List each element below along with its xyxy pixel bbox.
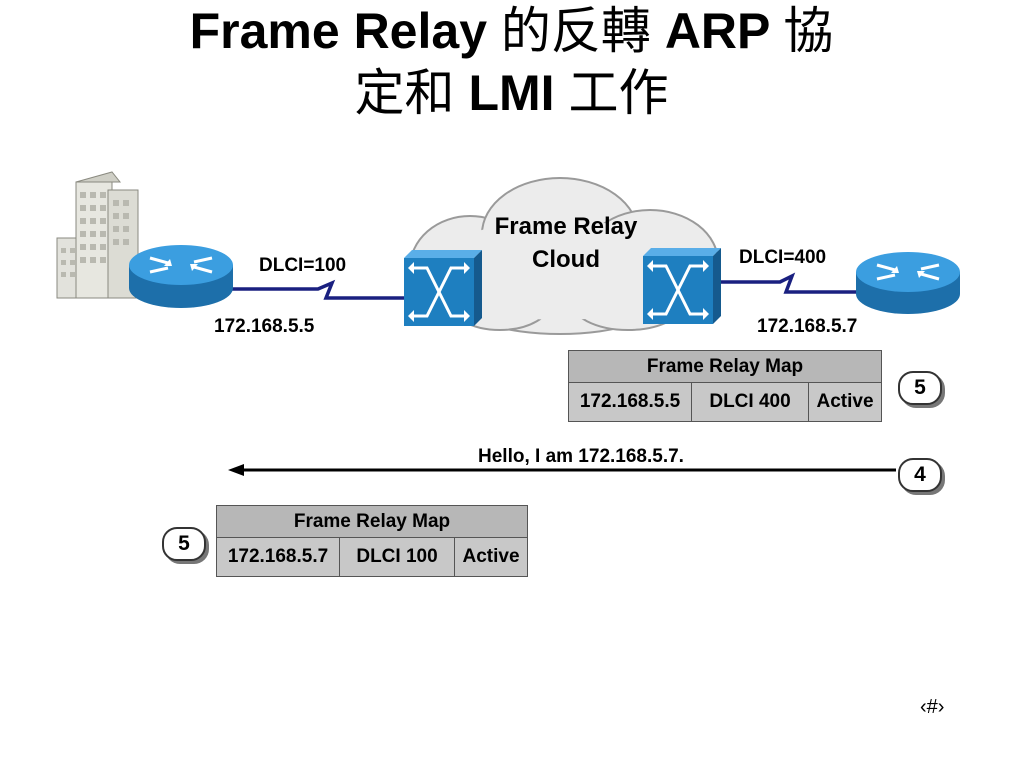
- router-icon: [129, 245, 233, 308]
- step-badge: 4: [898, 458, 942, 492]
- title-line-1: Frame Relay 的反轉 ARP 協: [189, 2, 834, 60]
- cloud-label-line-2: Cloud: [532, 246, 600, 273]
- right-ip-label: 172.168.5.7: [757, 316, 858, 337]
- right-dlci-label: DLCI=400: [739, 247, 827, 268]
- step-badge: 5: [162, 527, 206, 561]
- cloud-fill: [430, 220, 690, 320]
- hello-message: Hello, I am 172.168.5.7.: [478, 446, 684, 467]
- frame-relay-switch-icon: [404, 250, 482, 326]
- step-badge: 5: [898, 371, 942, 405]
- cloud-label: Frame Relay Cloud: [466, 210, 666, 276]
- message-arrow: [228, 464, 896, 476]
- left-dlci-label: DLCI=100: [259, 255, 347, 276]
- map-header: Frame Relay Map: [568, 350, 882, 383]
- building-icon: [56, 171, 139, 299]
- map-dlci: DLCI 400: [691, 382, 809, 422]
- map-ip: 172.168.5.7: [216, 537, 340, 577]
- map-ip: 172.168.5.5: [568, 382, 692, 422]
- frame-relay-switch-icon: [643, 248, 721, 324]
- router-icon: [856, 252, 960, 314]
- right-link: [718, 272, 862, 294]
- map-status: Active: [808, 382, 882, 422]
- frame-relay-map-left: Frame Relay Map 172.168.5.7 DLCI 100 Act…: [216, 505, 528, 577]
- slide-title: Frame Relay 的反轉 ARP 協 定和 LMI 工作: [0, 0, 1023, 124]
- title-line-2: 定和 LMI 工作: [354, 64, 669, 122]
- map-status: Active: [454, 537, 528, 577]
- map-dlci: DLCI 100: [339, 537, 455, 577]
- left-link: [232, 279, 404, 300]
- page-number: ‹#›: [920, 696, 945, 718]
- cloud-label-line-1: Frame Relay: [494, 213, 638, 240]
- frame-relay-map-right: Frame Relay Map 172.168.5.5 DLCI 400 Act…: [568, 350, 882, 422]
- left-ip-label: 172.168.5.5: [214, 316, 315, 337]
- map-header: Frame Relay Map: [216, 505, 528, 538]
